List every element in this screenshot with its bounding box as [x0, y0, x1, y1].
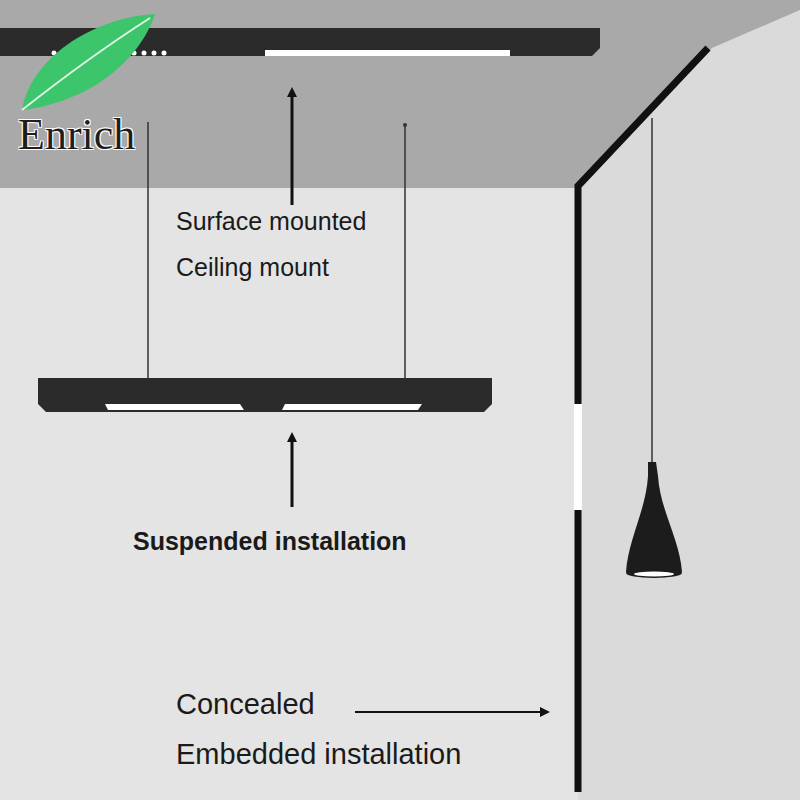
mount-label: Embedded installation — [176, 738, 461, 771]
spot-dot — [152, 51, 157, 56]
spot-dot — [142, 51, 147, 56]
logo-text: Enrich — [18, 110, 135, 161]
mount-label: Suspended installation — [133, 527, 407, 556]
logo-leaf — [22, 14, 155, 110]
pendant-wire — [651, 118, 653, 462]
pointer-arrow — [291, 92, 294, 205]
suspension-wire — [404, 124, 406, 378]
suspension-wire — [147, 122, 149, 378]
pointer-arrow — [355, 711, 545, 713]
embedded-track — [578, 48, 708, 792]
pendant-lamp — [626, 462, 682, 572]
mount-label: Surface mounted — [176, 207, 366, 236]
pendant-rim — [626, 568, 682, 578]
spot-dot — [162, 51, 167, 56]
fixture-light — [105, 404, 244, 410]
pointer-arrow — [291, 437, 294, 507]
mount-label: Ceiling mount — [176, 253, 329, 282]
logo-leaf-vein — [22, 18, 150, 110]
fixture-light — [265, 50, 510, 56]
wire-anchor — [403, 123, 407, 127]
pendant-light — [634, 572, 674, 577]
fixture-light — [282, 404, 422, 410]
suspended-fixture — [38, 378, 492, 412]
ceiling — [0, 0, 800, 188]
mount-label: Concealed — [176, 688, 315, 721]
track-light — [574, 404, 582, 510]
